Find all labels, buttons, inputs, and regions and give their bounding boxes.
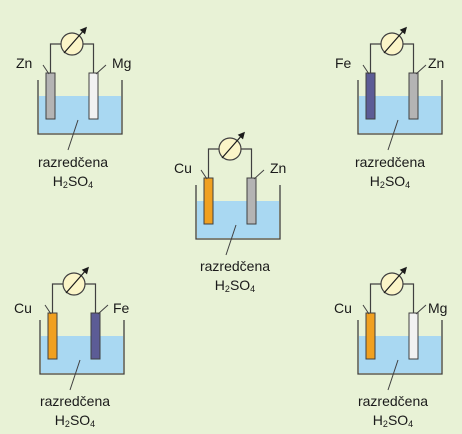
cell-4-right-label-leader — [97, 304, 109, 315]
cell-4-right-wire — [85, 283, 97, 313]
cell-2-right-wire — [403, 43, 415, 73]
cell-5-right-wire — [403, 283, 415, 313]
cell-5-meter-arrow — [399, 266, 407, 275]
cell-3-solution-formula: H2SO4 — [214, 277, 256, 294]
cell-5-left-metal-label: Cu — [334, 300, 352, 316]
cell-3-left-label-leader — [200, 169, 208, 180]
cell-2-beaker — [357, 80, 443, 135]
cell-4-left-electrode — [47, 312, 58, 360]
cell-3-beaker — [195, 185, 281, 240]
cell-4-solution-leader — [69, 359, 81, 391]
cell-1-left-electrode — [45, 72, 56, 120]
cell-5-left-label-leader — [362, 304, 370, 315]
cell-3-right-electrode — [246, 177, 257, 225]
cell-4-meter-needle — [65, 268, 88, 294]
cell-4-solution-label: razredčena H2SO4 — [15, 392, 135, 434]
cell-3-left-wire — [207, 148, 219, 178]
cell-3-solution-word: razredčena — [199, 258, 271, 274]
cell-1-solution-leader — [67, 119, 79, 151]
cell-4-beaker — [39, 320, 125, 375]
cell-1-solution-word: razredčena — [37, 154, 109, 170]
cell-1-meter-arrow — [79, 26, 87, 35]
cell-5-solution-formula: H2SO4 — [372, 412, 414, 429]
cell-4-meter-arrow — [81, 266, 89, 275]
cell-2-left-electrode — [365, 72, 376, 120]
cell-2-meter-arrow — [399, 26, 407, 35]
cell-3-right-metal-label: Zn — [270, 160, 287, 176]
cell-2-left-wire — [369, 43, 381, 73]
cell-2-right-metal-label: Zn — [428, 55, 445, 71]
cell-1-left-label-leader — [42, 64, 50, 75]
cell-2-solution-formula: H2SO4 — [369, 173, 411, 190]
cell-2-right-electrode — [408, 72, 419, 120]
cell-1-right-wire — [83, 43, 95, 73]
cell-1-right-metal-label: Mg — [112, 55, 132, 71]
cell-4-right-metal-label: Fe — [113, 300, 130, 316]
cell-3-left-electrode — [203, 177, 214, 225]
cell-5-right-metal-label: Mg — [428, 300, 448, 316]
cell-1-meter-needle — [63, 28, 86, 54]
cell-3-solution-leader — [225, 224, 237, 256]
cell-1-solution-label: razredčena H2SO4 — [13, 153, 133, 195]
cell-2-solution-label: razredčena H2SO4 — [330, 153, 450, 195]
cell-5-right-electrode — [408, 312, 419, 360]
cell-3-right-wire — [241, 148, 253, 178]
cell-5-meter-needle — [383, 268, 406, 294]
cell-1-left-wire — [49, 43, 61, 73]
cell-5-right-label-leader — [415, 304, 427, 315]
cell-4-left-metal-label: Cu — [14, 300, 32, 316]
cell-2-left-metal-label: Fe — [335, 55, 352, 71]
cell-1-right-electrode — [88, 72, 99, 120]
cell-4-solution-formula: H2SO4 — [54, 412, 96, 429]
cell-3-solution-label: razredčena H2SO4 — [175, 257, 295, 299]
cell-2-solution-word: razredčena — [354, 154, 426, 170]
cell-2-meter-needle — [383, 28, 406, 54]
cell-3-right-label-leader — [253, 169, 265, 180]
cell-5-solution-leader — [387, 359, 399, 391]
cell-5-solution-label: razredčena H2SO4 — [333, 392, 453, 434]
cell-1-left-metal-label: Zn — [16, 55, 33, 71]
cell-5-left-wire — [369, 283, 381, 313]
cell-1-beaker — [37, 80, 123, 135]
cell-3-left-metal-label: Cu — [174, 160, 192, 176]
cell-4-left-wire — [51, 283, 63, 313]
cell-2-solution-leader — [387, 119, 399, 151]
cell-3-meter-arrow — [237, 131, 245, 140]
cell-3-meter-needle — [221, 133, 244, 159]
cell-4-left-label-leader — [44, 304, 52, 315]
cell-2-left-label-leader — [362, 64, 370, 75]
cell-5-solution-word: razredčena — [357, 393, 429, 409]
cell-4-right-electrode — [90, 312, 101, 360]
cell-1-solution-formula: H2SO4 — [52, 173, 94, 190]
cell-4-solution-word: razredčena — [39, 393, 111, 409]
cell-2-right-label-leader — [415, 64, 427, 75]
cell-5-left-electrode — [365, 312, 376, 360]
cell-1-right-label-leader — [95, 64, 107, 75]
cell-5-beaker — [357, 320, 443, 375]
